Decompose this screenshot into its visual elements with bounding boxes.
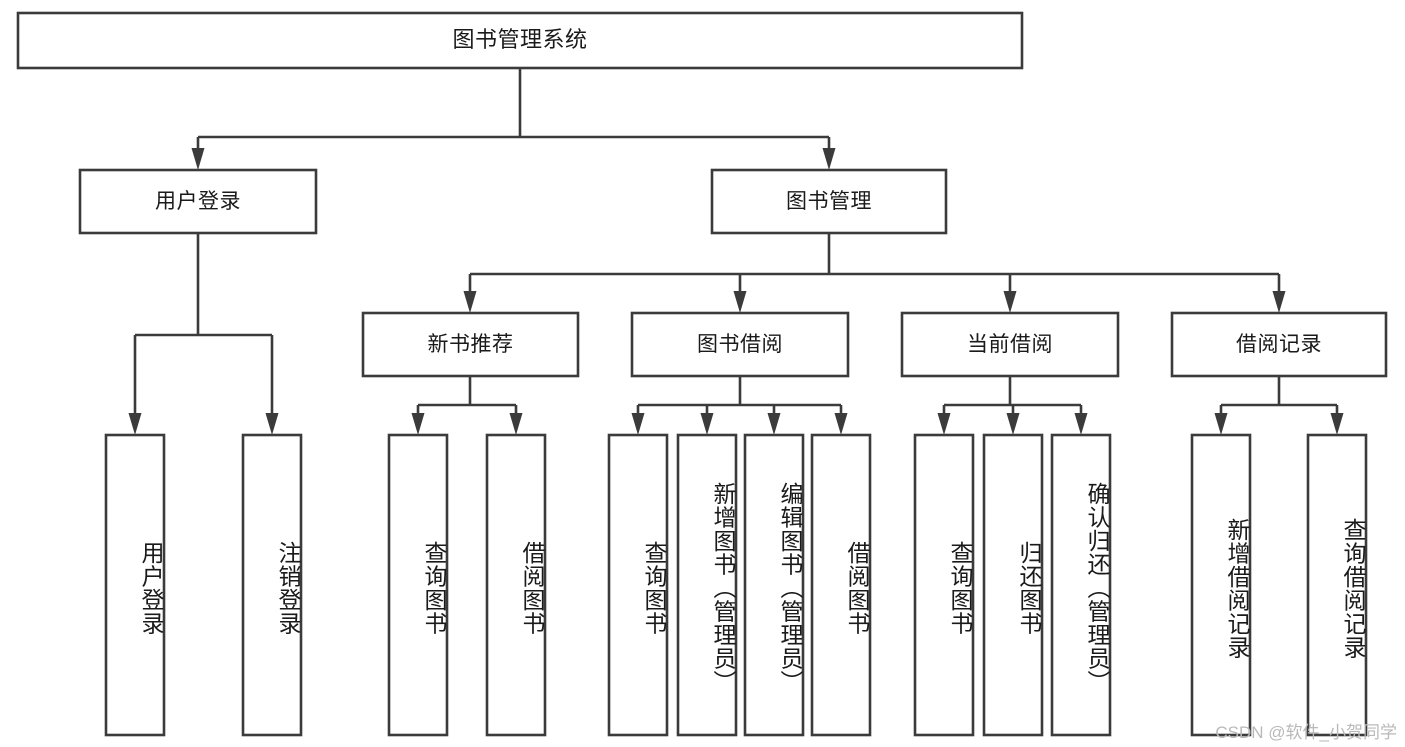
arrow-head-book-manage-to-level3-2 [1003, 291, 1017, 313]
arrow-head-current-to-leaves-1 [1006, 413, 1020, 435]
arrow-head-user-login-to-leaves-0 [128, 413, 142, 435]
node-box-layer [16, 11, 1388, 737]
node-box-leaf-confirm-return-admin[interactable] [1050, 433, 1112, 737]
node-box-leaf-return-book[interactable] [982, 433, 1044, 737]
arrow-head-root-to-level2-1 [822, 148, 836, 170]
node-box-new-book-recommend[interactable] [361, 311, 580, 378]
node-box-leaf-add-borrow-record[interactable] [1190, 433, 1252, 737]
node-box-book-manage[interactable] [710, 168, 948, 235]
connector-book-manage-to-level3 [468, 233, 1281, 291]
arrow-head-record-to-leaves-0 [1214, 413, 1228, 435]
connector-recommend-to-leaves [416, 376, 518, 413]
node-box-leaf-query-book-recommend[interactable] [387, 433, 449, 737]
connector-root-to-level2 [196, 68, 831, 148]
node-box-book-borrow[interactable] [630, 311, 850, 378]
node-box-user-login[interactable] [78, 168, 318, 235]
arrow-head-current-to-leaves-0 [937, 413, 951, 435]
connector-borrow-to-leaves [636, 376, 843, 413]
arrow-head-current-to-leaves-2 [1074, 413, 1088, 435]
arrow-head-borrow-to-leaves-0 [631, 413, 645, 435]
arrow-head-recommend-to-leaves-1 [509, 413, 523, 435]
arrow-head-borrow-to-leaves-1 [700, 413, 714, 435]
node-box-borrow-record[interactable] [1170, 311, 1388, 378]
node-box-leaf-query-book-borrow[interactable] [607, 433, 669, 737]
node-box-leaf-user-login[interactable] [104, 433, 166, 737]
connector-current-to-leaves [942, 376, 1083, 413]
node-box-leaf-borrow-book-recommend[interactable] [485, 433, 547, 737]
connector-user-login-to-leaves [133, 233, 274, 413]
node-box-leaf-add-book-admin[interactable] [676, 433, 738, 737]
node-box-leaf-borrow-book[interactable] [810, 433, 872, 737]
connector-layer [128, 68, 1344, 435]
arrow-head-recommend-to-leaves-0 [411, 413, 425, 435]
node-box-leaf-edit-book-admin[interactable] [743, 433, 805, 737]
node-box-current-borrow[interactable] [900, 311, 1120, 378]
arrow-head-borrow-to-leaves-3 [834, 413, 848, 435]
node-box-leaf-query-book-current[interactable] [913, 433, 975, 737]
connector-record-to-leaves [1219, 376, 1339, 413]
arrow-head-borrow-to-leaves-2 [767, 413, 781, 435]
node-box-leaf-query-borrow-record[interactable] [1306, 433, 1368, 737]
arrow-head-record-to-leaves-1 [1330, 413, 1344, 435]
arrow-head-root-to-level2-0 [191, 148, 205, 170]
arrow-head-book-manage-to-level3-0 [463, 291, 477, 313]
arrow-head-book-manage-to-level3-1 [733, 291, 747, 313]
node-box-root[interactable] [16, 11, 1024, 70]
arrow-head-book-manage-to-level3-3 [1272, 291, 1286, 313]
node-box-leaf-logout[interactable] [241, 433, 303, 737]
arrow-head-user-login-to-leaves-1 [265, 413, 279, 435]
